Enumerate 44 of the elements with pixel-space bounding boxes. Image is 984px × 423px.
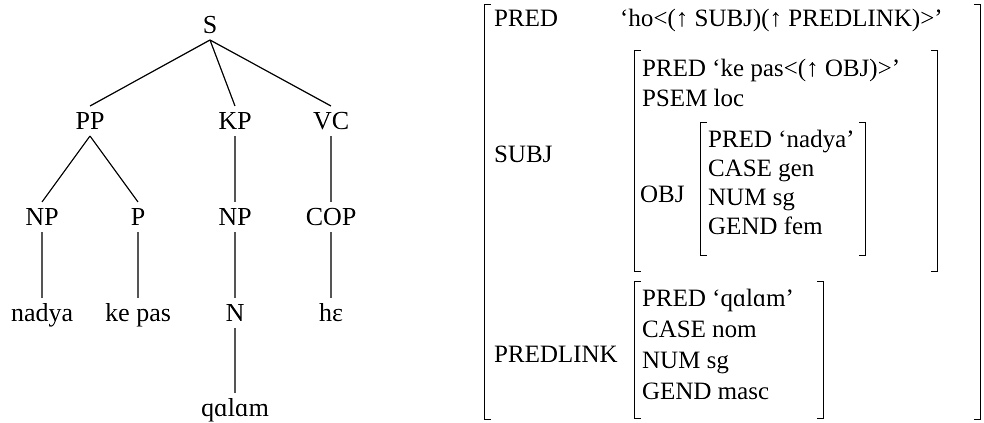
tree-branch bbox=[234, 136, 236, 202]
tree-node-label: KP bbox=[218, 106, 252, 136]
tree-branch bbox=[41, 232, 43, 298]
tree-node-label: VC bbox=[312, 106, 350, 136]
tree-branch bbox=[330, 232, 332, 298]
feature-text: PRED ‘qɑlɑm’ bbox=[642, 284, 794, 314]
tree-branch bbox=[330, 136, 332, 202]
tree-node-label: ke pas bbox=[105, 298, 171, 328]
tree-node-label: P bbox=[130, 202, 146, 232]
feature-text: ‘ho<(↑ SUBJ)(↑ PREDLINK)>’ bbox=[620, 4, 943, 34]
tree-branch bbox=[234, 328, 236, 393]
tree-branch bbox=[89, 136, 139, 202]
tree-branch bbox=[210, 39, 332, 107]
tree-node-label: S bbox=[202, 10, 218, 40]
attribute-value-matrix bbox=[700, 122, 866, 256]
feature-text: SUBJ bbox=[494, 140, 552, 170]
attribute-value-matrix bbox=[484, 4, 981, 420]
tree-node-label: N bbox=[226, 298, 244, 328]
tree-branch bbox=[41, 136, 91, 202]
feature-text: PRED ‘ke pas<(↑ OBJ)>’ bbox=[642, 54, 900, 84]
feature-text: GEND fem bbox=[708, 212, 823, 242]
tree-node-label: COP bbox=[306, 202, 356, 232]
attribute-value-matrix bbox=[634, 50, 938, 272]
tree-node-label: PP bbox=[76, 106, 104, 136]
feature-text: PSEM loc bbox=[642, 84, 744, 114]
feature-text: NUM sg bbox=[708, 183, 795, 213]
tree-node-label: qɑlɑm bbox=[201, 393, 269, 423]
feature-text: PRED bbox=[494, 4, 558, 34]
tree-node-label: NP bbox=[218, 202, 252, 232]
tree-node-label: NP bbox=[25, 202, 59, 232]
feature-text: PREDLINK bbox=[494, 340, 618, 370]
tree-branch bbox=[209, 40, 236, 106]
feature-text: OBJ bbox=[640, 180, 684, 210]
tree-node-label: nadya bbox=[10, 298, 74, 328]
feature-text: CASE gen bbox=[708, 154, 814, 184]
tree-branch bbox=[137, 232, 139, 298]
tree-branch bbox=[234, 232, 236, 298]
feature-text: PRED ‘nadya’ bbox=[708, 125, 854, 155]
feature-text: CASE nom bbox=[642, 315, 757, 345]
feature-text: GEND masc bbox=[642, 377, 770, 407]
feature-text: NUM sg bbox=[642, 346, 729, 376]
tree-node-label: hɛ bbox=[319, 298, 343, 328]
attribute-value-matrix bbox=[634, 281, 824, 419]
tree-branch bbox=[90, 39, 210, 107]
